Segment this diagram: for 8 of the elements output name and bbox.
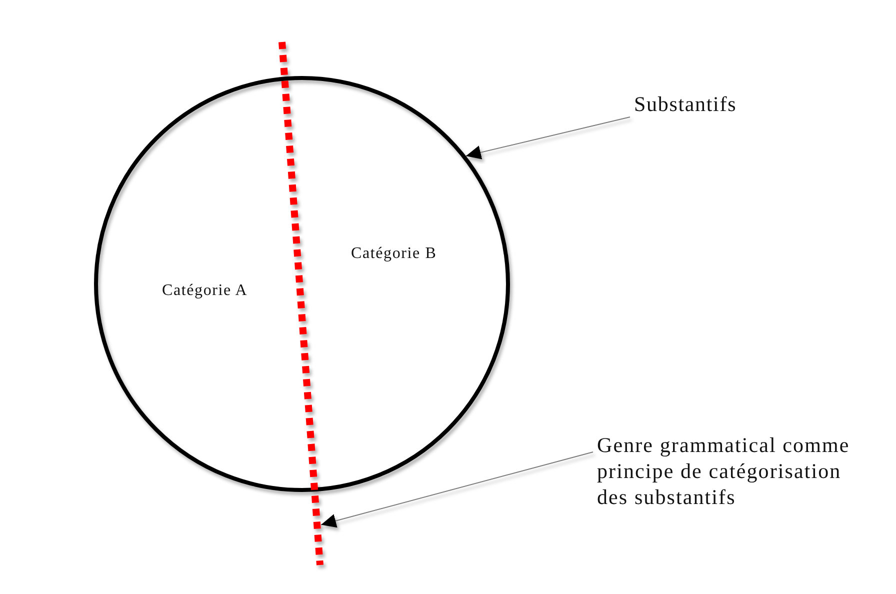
- category-label: Catégorie B: [351, 244, 437, 264]
- annotation-text: Genre grammatical comme principe de catégorisation des substantifs: [597, 432, 851, 510]
- leader-arrow: [320, 452, 594, 528]
- set-label: Substantifs: [634, 91, 737, 117]
- leader-arrow: [465, 116, 630, 160]
- set-circle: [94, 76, 510, 492]
- dividing-dashed-line: [277, 40, 325, 568]
- category-label: Catégorie A: [162, 281, 248, 301]
